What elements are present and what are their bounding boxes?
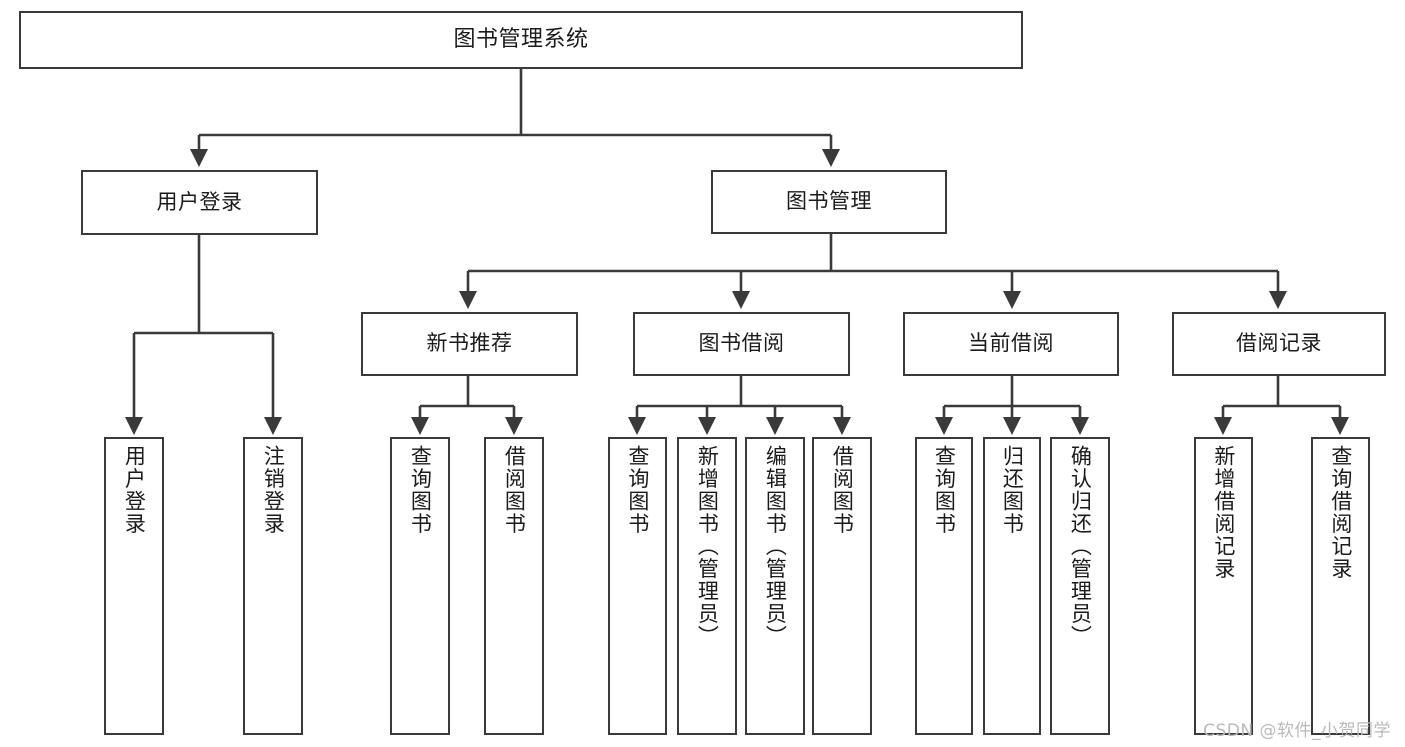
- node-leaf-add-borrow-record-label: 新增借阅记录: [1211, 445, 1236, 580]
- node-new-book-recommend-label: 新书推荐: [426, 331, 513, 356]
- node-leaf-query-book-3[interactable]: 查询图书: [915, 437, 973, 735]
- node-borrow-record-label: 借阅记录: [1236, 331, 1322, 356]
- node-leaf-query-borrow-record[interactable]: 查询借阅记录: [1311, 437, 1370, 735]
- node-leaf-query-book-2-label: 查询图书: [625, 445, 650, 535]
- node-leaf-query-book-2[interactable]: 查询图书: [608, 437, 667, 735]
- node-book-borrow-label: 图书借阅: [698, 331, 785, 356]
- node-leaf-borrow-book-2-label: 借阅图书: [830, 445, 855, 535]
- node-borrow-record[interactable]: 借阅记录: [1172, 312, 1386, 376]
- node-book-borrow[interactable]: 图书借阅: [633, 312, 850, 376]
- node-leaf-logout-login[interactable]: 注销登录: [243, 437, 303, 735]
- node-leaf-borrow-book-1-label: 借阅图书: [502, 445, 527, 535]
- node-leaf-add-book-admin-label: 新增图书（管理员）: [695, 445, 720, 648]
- node-user-login-label: 用户登录: [156, 189, 243, 214]
- node-leaf-edit-book-admin[interactable]: 编辑图书（管理员）: [745, 437, 805, 735]
- node-leaf-return-book-label: 归还图书: [1000, 445, 1025, 535]
- node-leaf-query-book-1-label: 查询图书: [408, 445, 433, 535]
- node-leaf-add-book-admin[interactable]: 新增图书（管理员）: [677, 437, 737, 735]
- node-current-borrow-label: 当前借阅: [968, 331, 1054, 356]
- node-leaf-borrow-book-1[interactable]: 借阅图书: [484, 437, 544, 735]
- node-leaf-borrow-book-2[interactable]: 借阅图书: [812, 437, 872, 735]
- node-current-borrow[interactable]: 当前借阅: [903, 312, 1119, 376]
- node-book-manage[interactable]: 图书管理: [711, 170, 947, 234]
- node-leaf-add-borrow-record[interactable]: 新增借阅记录: [1194, 437, 1253, 735]
- node-leaf-edit-book-admin-label: 编辑图书（管理员）: [763, 445, 788, 648]
- node-leaf-query-borrow-record-label: 查询借阅记录: [1328, 445, 1353, 580]
- node-root-label: 图书管理系统: [453, 26, 589, 52]
- node-leaf-user-login-label: 用户登录: [122, 445, 147, 535]
- csdn-watermark: CSDN @软件_小贺同学: [1203, 721, 1391, 741]
- node-leaf-user-login[interactable]: 用户登录: [104, 437, 164, 735]
- node-leaf-logout-login-label: 注销登录: [261, 445, 286, 535]
- node-leaf-query-book-3-label: 查询图书: [932, 445, 957, 535]
- node-leaf-return-book[interactable]: 归还图书: [983, 437, 1041, 735]
- node-book-manage-label: 图书管理: [786, 189, 872, 214]
- node-leaf-confirm-return-admin-label: 确认归还（管理员）: [1068, 445, 1093, 648]
- node-user-login[interactable]: 用户登录: [81, 170, 318, 235]
- node-leaf-query-book-1[interactable]: 查询图书: [390, 437, 450, 735]
- node-leaf-confirm-return-admin[interactable]: 确认归还（管理员）: [1050, 437, 1110, 735]
- node-new-book-recommend[interactable]: 新书推荐: [361, 312, 578, 376]
- node-root[interactable]: 图书管理系统: [19, 11, 1023, 69]
